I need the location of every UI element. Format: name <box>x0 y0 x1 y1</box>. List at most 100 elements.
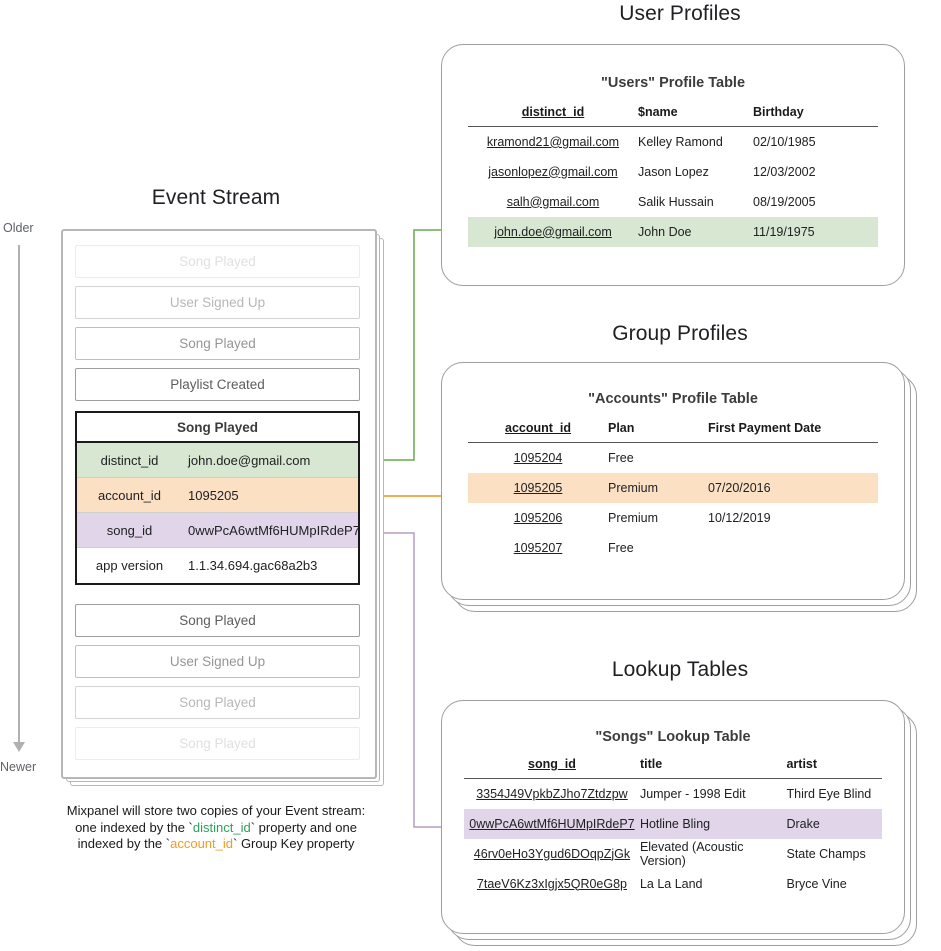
event-property-row[interactable]: account_id 1095205 <box>77 478 358 513</box>
cell-title: La La Land <box>639 876 703 891</box>
event-property-value: 1.1.34.694.gac68a2b3 <box>188 558 318 573</box>
table-row[interactable]: kramond21@gmail.com Kelley Ramond 02/10/… <box>468 127 878 157</box>
cell-distinct-id: john.doe@gmail.com <box>494 224 612 239</box>
songs-col-title: title <box>639 757 787 779</box>
event-property-key: distinct_id <box>100 452 159 468</box>
cell-song-id: 0wwPcA6wtMf6HUMpIRdeP7 <box>469 816 635 831</box>
table-row[interactable]: 1095206 Premium 10/12/2019 <box>468 503 878 533</box>
focused-event-card[interactable]: Song Played distinct_id john.doe@gmail.c… <box>75 411 360 585</box>
cell-birthday: 02/10/1985 <box>753 134 816 149</box>
cell-artist: Bryce Vine <box>786 876 847 891</box>
event-property-row[interactable]: song_id 0wwPcA6wtMf6HUMpIRdeP7 <box>77 513 360 548</box>
cell-first-payment: 07/20/2016 <box>708 472 878 503</box>
users-table-title: "Users" Profile Table <box>600 75 746 91</box>
cell-artist: Drake <box>786 808 882 839</box>
event-row[interactable]: User Signed Up <box>75 645 360 678</box>
cell-account-id: 1095207 <box>513 540 563 555</box>
users-profile-card: "Users" Profile Table distinct_id $name … <box>441 44 905 286</box>
event-property-value: 1095205 <box>188 487 239 503</box>
table-row[interactable]: 3354J49VpkbZJho7Ztdzpw Jumper - 1998 Edi… <box>464 779 882 809</box>
lookup-tables-title: Lookup Tables <box>611 658 749 681</box>
cell-title: Hotline Bling <box>639 808 787 839</box>
caption-line-2-pre: one indexed by the ` <box>75 819 193 835</box>
caption-line-3-post: ` Group Key property <box>233 836 355 851</box>
cell-song-id: 3354J49VpkbZJho7Ztdzpw <box>476 786 628 801</box>
event-row[interactable]: Song Played <box>75 245 360 278</box>
cell-plan: Free <box>608 450 634 465</box>
cell-account-id: 1095204 <box>513 450 563 465</box>
event-row[interactable]: User Signed Up <box>75 286 360 319</box>
cell-song-id: 7taeV6Kz3xIgjx5QR0eG8p <box>476 876 628 891</box>
users-profile-table: distinct_id $name Birthday kramond21@gma… <box>468 105 878 247</box>
event-stream-caption: Mixpanel will store two copies of your E… <box>40 803 392 853</box>
event-stream-title: Event Stream <box>151 186 281 209</box>
cell-birthday: 12/03/2002 <box>753 164 816 179</box>
cell-first-payment <box>708 533 878 563</box>
event-property-value: 0wwPcA6wtMf6HUMpIRdeP7 <box>188 522 360 538</box>
group-profiles-title: Group Profiles <box>612 322 748 345</box>
cell-song-id: 46rv0eHo3Ygud6DOqpZjGk <box>473 846 631 861</box>
caption-line-3-pre: indexed by the ` <box>77 836 171 851</box>
event-property-key: app version <box>95 558 164 573</box>
table-row[interactable]: 7taeV6Kz3xIgjx5QR0eG8p La La Land Bryce … <box>464 869 882 899</box>
songs-lookup-table: song_id title artist 3354J49VpkbZJho7Ztd… <box>464 757 882 899</box>
cell-birthday: 11/19/1975 <box>753 216 878 247</box>
table-row[interactable]: jasonlopez@gmail.com Jason Lopez 12/03/2… <box>468 157 878 187</box>
focused-event-name: Song Played <box>77 413 358 443</box>
cell-title: Jumper - 1998 Edit <box>639 786 746 801</box>
accounts-table-title: "Accounts" Profile Table <box>588 391 758 407</box>
cell-first-payment <box>708 443 878 473</box>
songs-lookup-card: "Songs" Lookup Table song_id title artis… <box>441 700 905 934</box>
songs-col-song-id: song_id <box>464 757 640 779</box>
cell-distinct-id: salh@gmail.com <box>506 194 600 209</box>
table-row[interactable]: 1095204 Free <box>468 443 878 473</box>
timeline-axis <box>18 245 20 750</box>
cell-distinct-id: jasonlopez@gmail.com <box>488 164 618 179</box>
cell-distinct-id: kramond21@gmail.com <box>486 134 620 149</box>
table-row[interactable]: 1095207 Free <box>468 533 878 563</box>
users-col-birthday: Birthday <box>753 105 878 127</box>
caption-line-1: Mixpanel will store two copies of your E… <box>66 803 366 818</box>
table-row-highlighted[interactable]: john.doe@gmail.com John Doe 11/19/1975 <box>468 216 878 247</box>
cell-name: Jason Lopez <box>638 164 709 179</box>
accounts-col-first-payment-date: First Payment Date <box>708 421 878 443</box>
cell-plan: Premium <box>608 510 659 525</box>
cell-title: Elevated (Acoustic Version) <box>639 839 744 868</box>
timeline-newer-label: Newer <box>0 760 37 774</box>
cell-birthday: 08/19/2005 <box>753 194 816 209</box>
caption-token-account-id: account_id <box>170 836 233 851</box>
cell-first-payment: 10/12/2019 <box>708 510 771 525</box>
event-stream-card: Song Played User Signed Up Song Played P… <box>61 229 377 779</box>
table-row-highlighted[interactable]: 1095205 Premium 07/20/2016 <box>468 472 878 503</box>
event-property-key: song_id <box>106 522 153 538</box>
caption-token-distinct-id: distinct_id <box>192 819 251 835</box>
event-property-value: john.doe@gmail.com <box>188 452 311 468</box>
cell-account-id: 1095206 <box>513 510 563 525</box>
event-property-row[interactable]: app version 1.1.34.694.gac68a2b3 <box>77 548 358 583</box>
cell-name: John Doe <box>638 216 753 247</box>
event-row[interactable]: Song Played <box>75 686 360 719</box>
table-row[interactable]: 46rv0eHo3Ygud6DOqpZjGk Elevated (Acousti… <box>464 839 882 869</box>
cell-name: Kelley Ramond <box>638 134 723 149</box>
event-property-row[interactable]: distinct_id john.doe@gmail.com <box>77 443 358 478</box>
songs-table-title: "Songs" Lookup Table <box>595 729 751 745</box>
event-row[interactable]: Song Played <box>75 604 360 637</box>
caption-line-2-post: ` property and one <box>250 819 357 835</box>
accounts-col-plan: Plan <box>608 421 708 443</box>
users-col-name: $name <box>638 105 753 127</box>
event-row[interactable]: Song Played <box>75 727 360 760</box>
event-row[interactable]: Song Played <box>75 327 360 360</box>
users-col-distinct-id: distinct_id <box>468 105 638 127</box>
cell-account-id: 1095205 <box>513 480 563 495</box>
table-row[interactable]: salh@gmail.com Salik Hussain 08/19/2005 <box>468 187 878 217</box>
event-row[interactable]: Playlist Created <box>75 368 360 401</box>
accounts-col-account-id: account_id <box>468 421 608 443</box>
table-row-highlighted[interactable]: 0wwPcA6wtMf6HUMpIRdeP7 Hotline Bling Dra… <box>464 808 882 839</box>
accounts-profile-card: "Accounts" Profile Table account_id Plan… <box>441 362 905 600</box>
timeline-arrow-icon <box>13 742 25 752</box>
cell-artist: Third Eye Blind <box>786 786 872 801</box>
event-property-key: account_id <box>98 487 161 503</box>
cell-name: Salik Hussain <box>638 194 714 209</box>
timeline-older-label: Older <box>3 221 34 235</box>
cell-plan: Premium <box>608 472 708 503</box>
